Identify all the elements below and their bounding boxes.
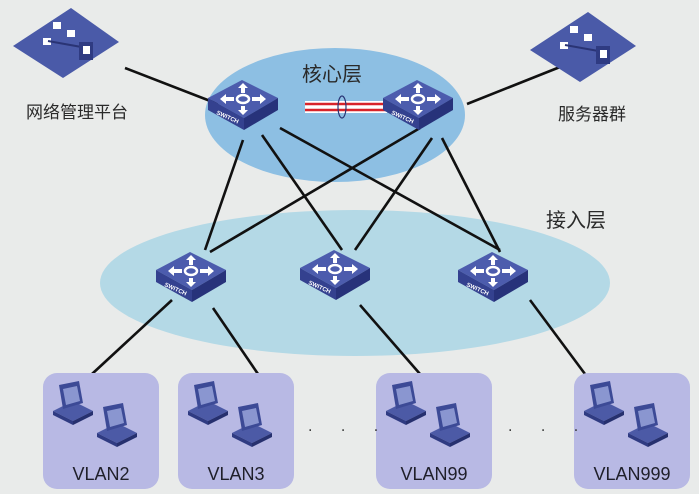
computers-icon	[188, 381, 272, 447]
ellipsis-2: · · ·	[508, 423, 591, 439]
vlan-label: VLAN3	[207, 464, 265, 484]
link-acc3-vlan999	[528, 299, 587, 375]
link-acc2-vlan99	[359, 304, 421, 375]
link-mgmt-core1	[124, 66, 219, 106]
core-layer-label: 核心层	[302, 62, 362, 86]
vlan-group[interactable]: VLAN99	[376, 373, 492, 489]
computers-icon	[584, 381, 668, 447]
link-core2-acc1	[209, 126, 421, 254]
computers-icon	[53, 381, 137, 447]
link-core2-acc2	[353, 137, 434, 251]
link-servers-core2	[466, 63, 566, 106]
vlan-label: VLAN99	[400, 464, 468, 484]
vlan-label: VLAN2	[72, 464, 130, 484]
link-core2-acc3	[440, 137, 502, 253]
ellipsis-1: · · ·	[308, 423, 391, 439]
vlan-group[interactable]: VLAN2	[43, 373, 159, 489]
link-acc1-vlan2	[91, 299, 173, 375]
management-platform-label: 网络管理平台	[26, 103, 128, 123]
link-acc1-vlan3	[211, 307, 260, 375]
management-platform-icon	[12, 7, 120, 79]
computers-icon	[386, 381, 470, 447]
server-farm-label: 服务器群	[558, 105, 626, 125]
link-core1-acc2	[260, 134, 344, 251]
vlan-label: VLAN999	[593, 464, 671, 484]
link-core1-acc3	[279, 126, 501, 252]
core-aggregated-link	[305, 95, 387, 119]
vlan-group[interactable]: VLAN999	[574, 373, 690, 489]
links	[91, 63, 587, 375]
access-layer-label: 接入层	[546, 208, 606, 232]
link-core1-acc1	[203, 139, 245, 251]
vlan-group[interactable]: VLAN3	[178, 373, 294, 489]
